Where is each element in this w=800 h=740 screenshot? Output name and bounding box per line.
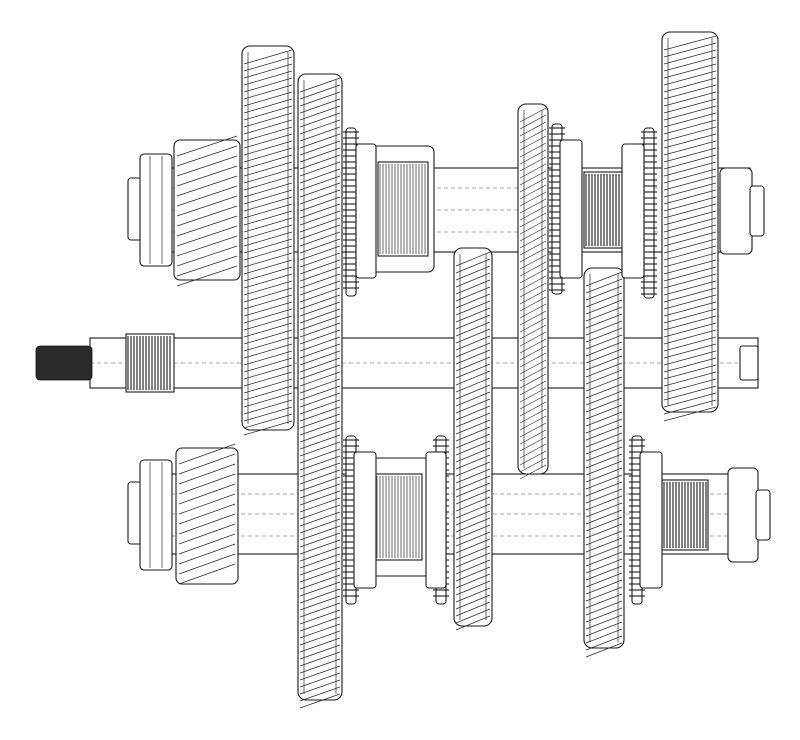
gear-1 [241,45,295,436]
input-spline-tip [35,345,93,381]
ring-3 [641,127,657,299]
main-shaft-spline [125,333,175,393]
lower-right-spline [661,479,709,551]
gear-set [241,31,719,709]
lower-spline-hub [361,457,431,577]
gear-5 [583,267,625,658]
gear-2 [297,73,343,709]
upper-spline-hub [369,145,435,273]
gear-6 [661,31,719,422]
main-shaft-assembly [35,333,759,393]
upper-right-bearing [719,167,765,255]
synchro-rings [343,123,663,605]
lower-shaft-assembly [127,443,771,585]
lower-left-helical-gear [175,443,239,585]
gear-4 [517,103,549,480]
lower-left-bearing [127,459,173,571]
upper-left-bearing [127,153,173,267]
lower-right-bearing [727,467,771,563]
upper-left-helical-gear [173,135,241,287]
gear-3 [453,247,493,631]
upper-right-spline [583,171,625,249]
